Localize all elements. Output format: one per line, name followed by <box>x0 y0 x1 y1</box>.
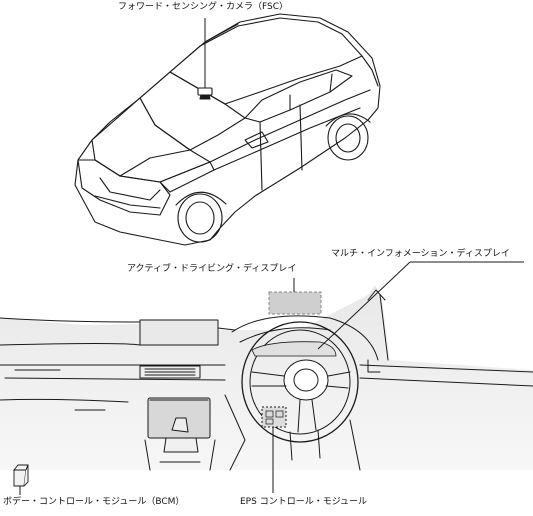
eps-module-area <box>261 406 287 428</box>
bcm-label: ボデー・コントロール・モジュール（BCM） <box>3 497 185 507</box>
eps-module-label: EPS コントロール・モジュール <box>240 497 368 507</box>
dashboard-illustration <box>0 285 533 487</box>
multi-info-display-shape <box>251 341 337 357</box>
multi-display-leader-line <box>317 261 411 350</box>
active-driving-display-area <box>268 291 322 315</box>
bcm-module-shape <box>13 464 29 487</box>
active-driving-display-label: アクティブ・ドライビング・ディスプレイ <box>127 264 297 274</box>
vehicle-illustration <box>74 13 381 246</box>
fsc-label: フォワード・センシング・カメラ（FSC） <box>118 2 289 12</box>
multi-information-display-label: マルチ・インフォメーション・ディスプレイ <box>331 249 510 259</box>
